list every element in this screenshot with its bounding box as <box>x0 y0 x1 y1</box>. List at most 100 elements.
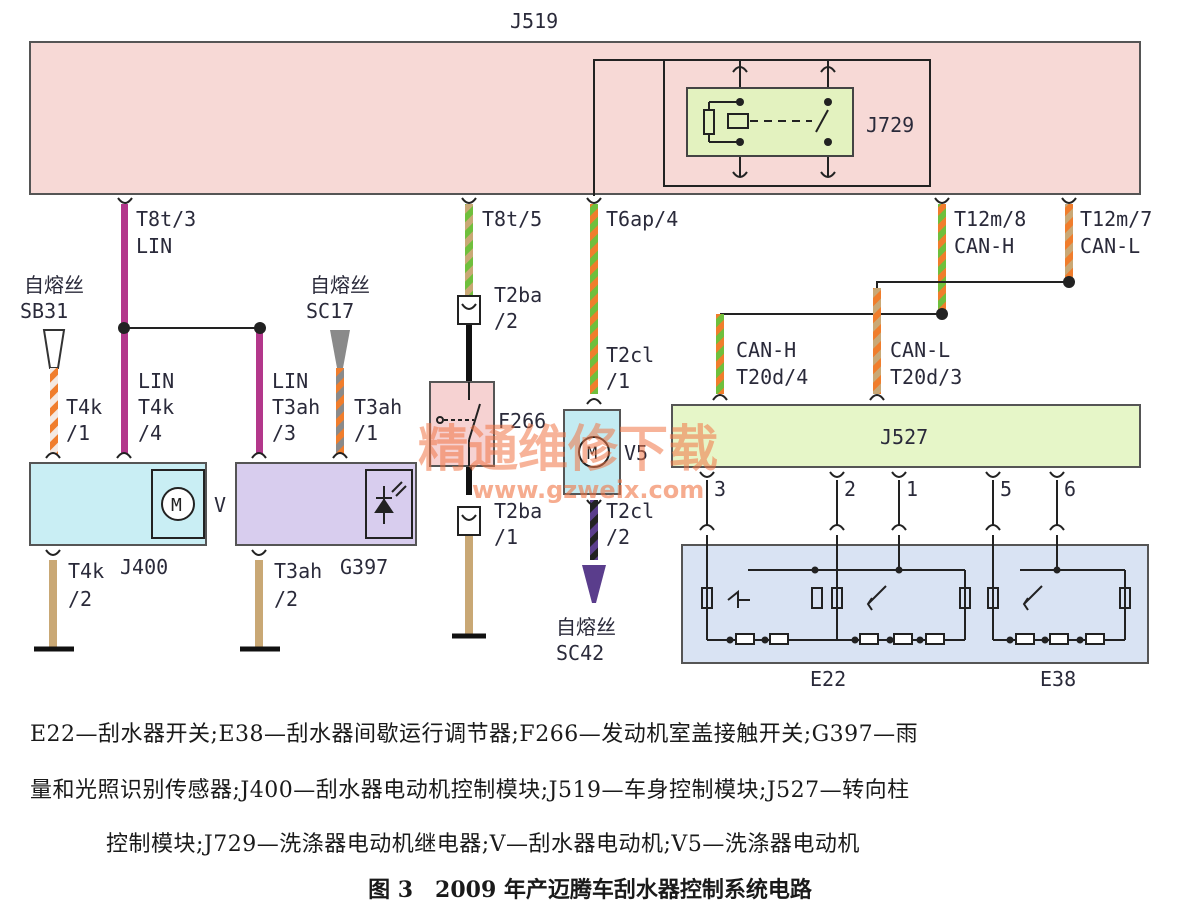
pin-t8t5: T8t/5 <box>482 207 542 231</box>
pin-t4k-c: T4k <box>68 559 104 583</box>
relay-terminals <box>736 98 832 146</box>
pin-slash2-d: /2 <box>606 525 630 549</box>
wire-v5-out <box>590 500 598 560</box>
pin-t20d3: T20d/3 <box>890 365 962 389</box>
t2ba-connector-bottom <box>457 506 481 536</box>
lin-wire-branch <box>256 326 263 454</box>
pin-t20d4: T20d/4 <box>736 365 808 389</box>
fuse-sc42-icon <box>582 565 606 603</box>
fuse-sb31-label: SB31 <box>20 299 68 323</box>
j400-label: J400 <box>120 555 168 579</box>
j400-connectors <box>45 452 132 556</box>
pin-t12m7: T12m/7 <box>1080 207 1152 231</box>
j527-pin-wires <box>706 480 1058 525</box>
pin-canh-mid: CAN-H <box>736 338 796 362</box>
wire-g397-ground <box>255 560 263 648</box>
e38-label: E38 <box>1040 667 1076 691</box>
switch-icon <box>436 382 481 466</box>
fuse-sc17-label: SC17 <box>306 299 354 323</box>
wire-sb31 <box>50 368 58 454</box>
pin-canl-mid: CAN-L <box>890 338 950 362</box>
v5-connectors <box>586 398 602 506</box>
e22-junctions <box>726 566 1084 644</box>
pin-3: 3 <box>714 477 726 501</box>
wire-f266-ground <box>465 535 473 635</box>
j527-module <box>671 404 1141 468</box>
pin-t3ah-a: T3ah <box>272 395 320 419</box>
pin-t3ah-b: T3ah <box>354 395 402 419</box>
wire-can-h-mid <box>716 314 724 394</box>
motor-icon: M <box>161 487 195 521</box>
j729-label: J729 <box>866 113 914 137</box>
pin-t2ba-b: T2ba <box>494 499 542 523</box>
pin-canh-top: CAN-H <box>954 234 1014 258</box>
wire-t6ap4 <box>590 204 598 394</box>
pin-lin-top: LIN <box>136 234 172 258</box>
pin-slash1-b: /1 <box>66 421 90 445</box>
j519-connectors <box>117 66 1077 204</box>
svg-text:M: M <box>171 495 182 516</box>
svg-text:M: M <box>587 444 597 464</box>
pin-slash2-b: /2 <box>68 587 92 611</box>
pin-lin-mid: LIN <box>272 369 308 393</box>
e22-label: E22 <box>810 667 846 691</box>
pin-canl-top: CAN-L <box>1080 234 1140 258</box>
fuse-sc17-title: 自熔丝 <box>310 273 370 297</box>
pin-5: 5 <box>1000 477 1012 501</box>
pin-t2cl-a: T2cl <box>606 343 654 367</box>
pin-t4k-b: T4k <box>66 395 102 419</box>
pin-slash4: /4 <box>138 421 162 445</box>
f266-switch <box>429 381 495 467</box>
legend-line-3: 控制模块;J729—洗涤器电动机继电器;V—刮水器电动机;V5—洗涤器电动机 <box>106 832 860 857</box>
pin-t2ba-a: T2ba <box>494 283 542 307</box>
e22-e38-module <box>681 544 1149 664</box>
pin-slash1-d: /1 <box>494 525 518 549</box>
sensor-box <box>365 469 413 539</box>
t2ba-connector-top <box>457 295 481 325</box>
watermark-cn: 精通维修下载 <box>418 420 718 478</box>
wire-can-l-top <box>1065 204 1073 282</box>
fuse-sb31-title: 自熔丝 <box>24 273 84 297</box>
pin-slash1-a: /1 <box>606 369 630 393</box>
j519-module <box>29 41 1141 195</box>
g397-connectors <box>251 452 348 556</box>
v-label: V <box>214 493 226 517</box>
pin-2: 2 <box>844 477 856 501</box>
fuse-sc42-label: SC42 <box>556 641 604 665</box>
figure-caption: 图 3 2009 年产迈腾车刮水器控制系统电路 <box>368 877 812 903</box>
pump-motor-icon: M <box>578 436 610 468</box>
photodiode-icon <box>374 481 407 524</box>
wire-can-h-top <box>938 204 946 314</box>
e22-switch-circuit <box>701 535 1131 645</box>
pin-t8t3: T8t/3 <box>136 207 196 231</box>
relay-coil-icon <box>703 101 829 143</box>
pin-t4k-a: T4k <box>138 395 174 419</box>
wiper-motor-box <box>151 469 205 539</box>
wire-j400-ground <box>49 560 57 648</box>
pin-t3ah-c: T3ah <box>274 559 322 583</box>
fuse-sc17-icon <box>330 330 350 368</box>
legend-line-1: E22—刮水器开关;E38—刮水器间歇运行调节器;F266—发动机室盖接触开关;… <box>30 722 919 747</box>
watermark-url: www.gzweix.com <box>472 476 704 504</box>
fuse-sb31-icon <box>42 329 66 369</box>
legend-line-2: 量和光照识别传感器;J400—刮水器电动机控制模块;J519—车身控制模块;J5… <box>30 778 910 803</box>
pin-t12m8: T12m/8 <box>954 207 1026 231</box>
g397-label: G397 <box>340 555 388 579</box>
pin-t2cl-b: T2cl <box>606 499 654 523</box>
wire-sc17 <box>336 368 344 454</box>
fuse-sc42-title: 自熔丝 <box>556 615 616 639</box>
f266-label: F266 <box>498 409 546 433</box>
pin-slash1-c: /1 <box>354 421 378 445</box>
pin-6: 6 <box>1064 477 1076 501</box>
j519-label: J519 <box>510 9 558 33</box>
pin-slash3: /3 <box>272 421 296 445</box>
wire-t8t5 <box>465 204 473 296</box>
g397-module <box>235 462 417 546</box>
pin-1: 1 <box>906 477 918 501</box>
j527-label: J527 <box>880 425 928 449</box>
v5-label: V5 <box>624 441 648 465</box>
wire-can-l-mid <box>873 288 881 394</box>
pin-lin-left: LIN <box>138 369 174 393</box>
pin-t6ap4: T6ap/4 <box>606 207 678 231</box>
pin-slash2-a: /2 <box>494 309 518 333</box>
